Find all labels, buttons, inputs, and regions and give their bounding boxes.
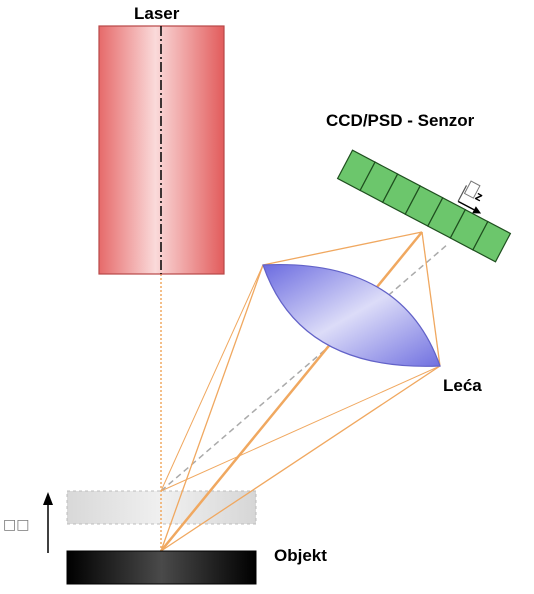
displaced-ray-upper: [160, 264, 264, 492]
sensor-cells: [336, 149, 512, 263]
focused-ray-upper: [262, 231, 423, 266]
lens: [262, 263, 441, 367]
object: [66, 550, 257, 585]
reflected-ray-lower-edge: [160, 365, 441, 552]
reference-dashed-line: [160, 243, 449, 492]
central-reflected-ray: [160, 231, 423, 552]
displacement-label: □□: [3, 517, 29, 533]
ccd-psd-sensor: z: [336, 149, 512, 263]
focused-ray-lower: [421, 231, 441, 367]
laser-label: Laser: [134, 4, 180, 23]
displacement-arrow: [43, 492, 53, 553]
object-label: Objekt: [274, 546, 327, 565]
sensor-label: CCD/PSD - Senzor: [326, 111, 475, 130]
lens-label: Leća: [443, 376, 482, 395]
sensor-cell: [472, 220, 512, 263]
displaced-ray-lower: [160, 365, 441, 492]
reflected-ray-upper-edge: [160, 264, 264, 552]
